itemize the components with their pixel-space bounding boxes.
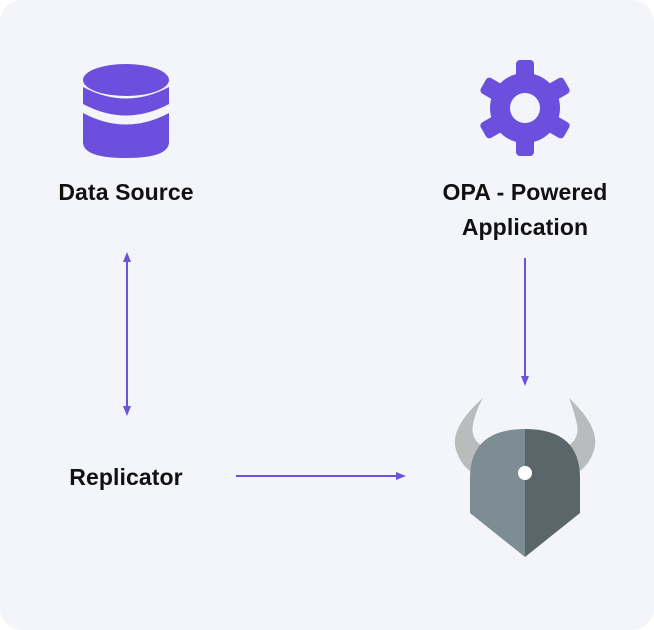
- data-source-label: Data Source: [58, 179, 194, 205]
- opa-powered-application-label: OPA - Powered Application: [442, 179, 608, 240]
- gear-icon: [480, 60, 570, 156]
- database-icon: [83, 64, 169, 158]
- opa-viking-helmet-icon: [454, 398, 596, 557]
- replicator-label: Replicator: [69, 464, 183, 490]
